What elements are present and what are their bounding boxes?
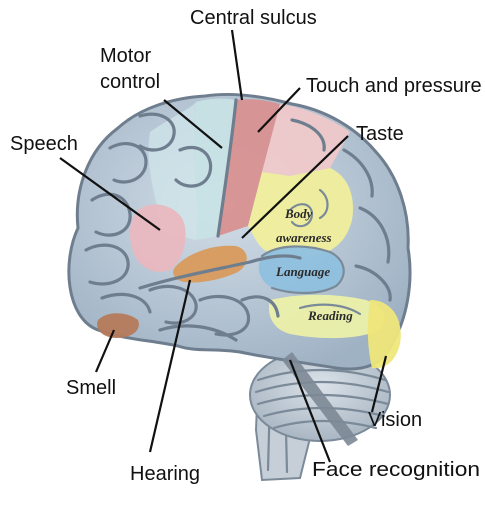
touch-and-pressure-label: Touch and pressure (306, 75, 482, 97)
speech-label: Speech (10, 133, 78, 155)
vision-label: Vision (368, 409, 422, 431)
motor-control-label-line1: Motor (100, 45, 151, 67)
central-sulcus-leader (232, 30, 242, 100)
body-awareness-label-line2: awareness (276, 230, 332, 245)
reading-label: Reading (307, 308, 353, 323)
motor-control-label-line2: control (100, 71, 160, 93)
hearing-label: Hearing (130, 463, 200, 485)
language-label: Language (275, 264, 330, 279)
smell-leader (96, 330, 114, 372)
body-awareness-label-line1: Body (284, 206, 313, 221)
smell-label: Smell (66, 377, 116, 399)
face-recognition-label: Face recognition (312, 459, 480, 481)
central-sulcus-label: Central sulcus (190, 7, 317, 29)
taste-label: Taste (356, 123, 404, 145)
